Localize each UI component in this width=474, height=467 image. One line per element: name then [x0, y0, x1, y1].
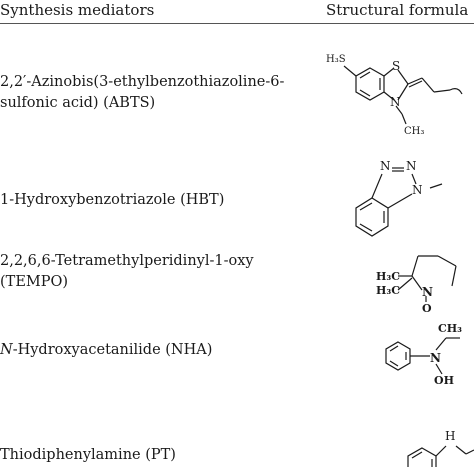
header-structural-formula: Structural formula — [326, 1, 469, 19]
row-tempo-name-line2: (TEMPO) — [0, 274, 69, 290]
tempo-atom-h3c-top: H₃C — [376, 270, 400, 283]
header-synthesis-mediators: Synthesis mediators — [0, 1, 155, 19]
nha-name-rest: -Hydroxyacetanilide (NHA) — [12, 342, 213, 358]
hbt-structure-icon: N N N — [355, 159, 443, 237]
nha-atom-oh: OH — [434, 374, 454, 387]
pt-structure-icon: H — [407, 429, 474, 467]
abts-atom-h3s: H₃S — [326, 54, 346, 65]
hbt-atom-n-left: N — [380, 159, 391, 173]
abts-atom-s: S — [392, 59, 400, 73]
nha-name-italic-prefix: N — [0, 342, 13, 358]
tempo-atom-h3c-bottom: H₃C — [376, 284, 400, 297]
hbt-atom-n-right: N — [406, 159, 417, 173]
row-pt-name: Thiodiphenylamine (PT) — [0, 447, 176, 463]
row-nha-name: N-Hydroxyacetanilide (NHA) — [0, 341, 212, 360]
row-tempo-name-line1: 2,2,6,6-Tetramethylperidinyl-1-oxy — [0, 253, 254, 269]
pt-atom-h: H — [445, 429, 455, 443]
nha-atom-n: N — [430, 351, 441, 365]
row-abts-name-line2: sulfonic acid) (ABTS) — [0, 95, 156, 111]
nha-structure-icon: CH₃ N OH — [385, 322, 462, 387]
tempo-atom-o: O — [422, 302, 432, 315]
abts-structure-icon: H₃S S N CH₃ — [326, 54, 463, 137]
hbt-atom-n-bottom: N — [412, 183, 423, 197]
row-abts-name-line1: 2,2′-Azinobis(3-ethylbenzothiazoline-6- — [0, 74, 285, 90]
header-rule — [0, 23, 474, 24]
tempo-structure-icon: H₃C H₃C N O — [376, 255, 457, 315]
abts-atom-ch3: CH₃ — [404, 126, 424, 137]
nha-atom-ch3: CH₃ — [438, 322, 462, 335]
abts-atom-n: N — [390, 95, 401, 109]
tempo-atom-n: N — [422, 285, 433, 299]
row-hbt-name: 1-Hydroxybenzotriazole (HBT) — [0, 192, 225, 208]
